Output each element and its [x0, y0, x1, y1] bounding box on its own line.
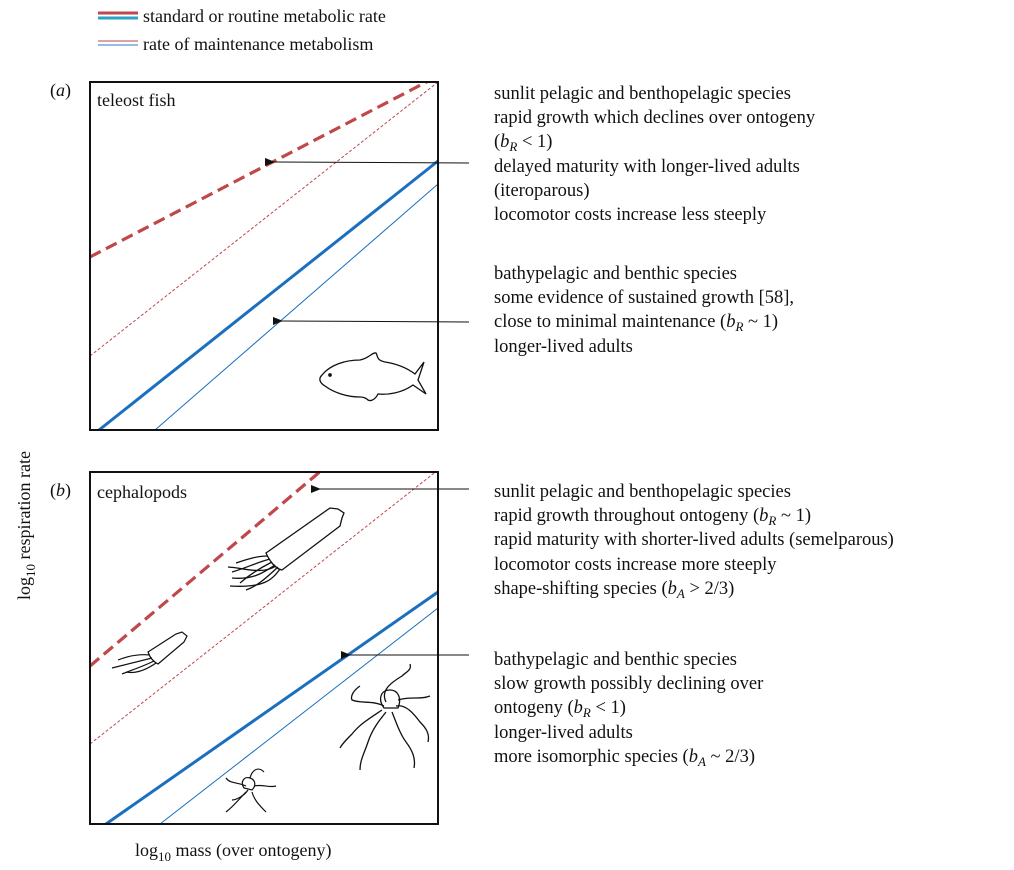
panel-b-frame [89, 471, 439, 825]
panel-a-arrow-lower [272, 316, 470, 325]
legend: standard or routine metabolic rate rate … [98, 6, 386, 54]
legend-label-maintenance-rate: rate of maintenance metabolism [143, 34, 373, 54]
panel-a: (a) teleost fish [50, 80, 470, 431]
note-line-exponent: ontogeny (bR < 1) [494, 698, 626, 721]
note-line: bathypelagic and benthic species [494, 650, 737, 670]
small-octopus-icon [225, 768, 277, 813]
panel-a-note-upper: sunlit pelagic and benthopelagic species… [494, 82, 815, 227]
legend-item-maintenance-rate: rate of maintenance metabolism [98, 34, 373, 54]
note-line-exponent: (bR < 1) [494, 132, 553, 155]
panel-a-blue-maintenance-line [154, 183, 438, 430]
panel-a-frame [89, 81, 439, 431]
panel-b-label: (b) [50, 480, 71, 501]
note-line: some evidence of sustained growth [58], [494, 288, 795, 309]
panel-a-label: (a) [50, 80, 71, 101]
small-squid-icon [111, 631, 188, 675]
fish-icon [319, 352, 427, 402]
panel-a-arrow-upper [264, 157, 470, 166]
panel-a-red-maintenance-line [90, 82, 438, 357]
note-line: (iteroparous) [494, 180, 590, 201]
y-axis-label-rest: respiration rate [14, 451, 34, 564]
panel-a-title: teleost fish [97, 90, 176, 110]
note-line: longer-lived adults [494, 722, 633, 743]
panel-b-red-maintenance-line [90, 472, 437, 745]
note-line: sunlit pelagic and benthopelagic species [494, 482, 791, 502]
note-line: rapid maturity with shorter-lived adults… [494, 530, 894, 551]
note-line: longer-lived adults [494, 336, 633, 357]
y-axis-label: log10 respiration rate [14, 451, 38, 600]
panel-b: (b) cephalopods [50, 471, 469, 825]
note-line-exponent: close to minimal maintenance (bR ~ 1) [494, 312, 779, 335]
octopus-icon [339, 663, 431, 771]
note-line: slow growth possibly declining over [494, 674, 764, 695]
x-axis-label-log: log [135, 840, 158, 860]
note-line: locomotor costs increase more steeply [494, 554, 777, 575]
note-line: rapid growth which declines over ontogen… [494, 108, 816, 129]
x-axis-label-sub: 10 [158, 849, 171, 864]
panel-b-lines [90, 472, 438, 824]
panel-b-title: cephalopods [97, 482, 187, 502]
panel-a-lines [90, 82, 438, 430]
note-line-exponent: more isomorphic species (bA ~ 2/3) [494, 746, 755, 769]
note-line: delayed maturity with longer-lived adult… [494, 156, 800, 177]
panel-a-blue-standard-line [98, 159, 438, 430]
legend-label-standard-rate: standard or routine metabolic rate [143, 6, 386, 26]
legend-item-standard-rate: standard or routine metabolic rate [98, 6, 386, 26]
x-axis-label: log10 mass (over ontogeny) [135, 840, 331, 864]
note-line-exponent: shape-shifting species (bA > 2/3) [494, 578, 735, 601]
note-line: sunlit pelagic and benthopelagic species [494, 84, 791, 104]
x-axis-label-rest: mass (over ontogeny) [171, 840, 331, 861]
panel-a-red-standard-line [90, 82, 430, 259]
note-line: locomotor costs increase less steeply [494, 204, 767, 225]
panel-b-blue-standard-line [105, 590, 438, 824]
panel-b-note-lower: bathypelagic and benthic species slow gr… [494, 648, 763, 769]
note-line-exponent: rapid growth throughout ontogeny (bR ~ 1… [494, 506, 811, 529]
panel-b-note-upper: sunlit pelagic and benthopelagic species… [494, 480, 894, 601]
panel-a-note-lower: bathypelagic and benthic species some ev… [494, 262, 794, 359]
panel-b-red-standard-line [90, 472, 323, 668]
squid-icon [227, 507, 345, 591]
panel-b-blue-maintenance-line [159, 607, 438, 824]
y-axis-label-sub: 10 [23, 564, 38, 577]
note-line: bathypelagic and benthic species [494, 264, 737, 284]
y-axis-label-log: log [14, 577, 34, 600]
